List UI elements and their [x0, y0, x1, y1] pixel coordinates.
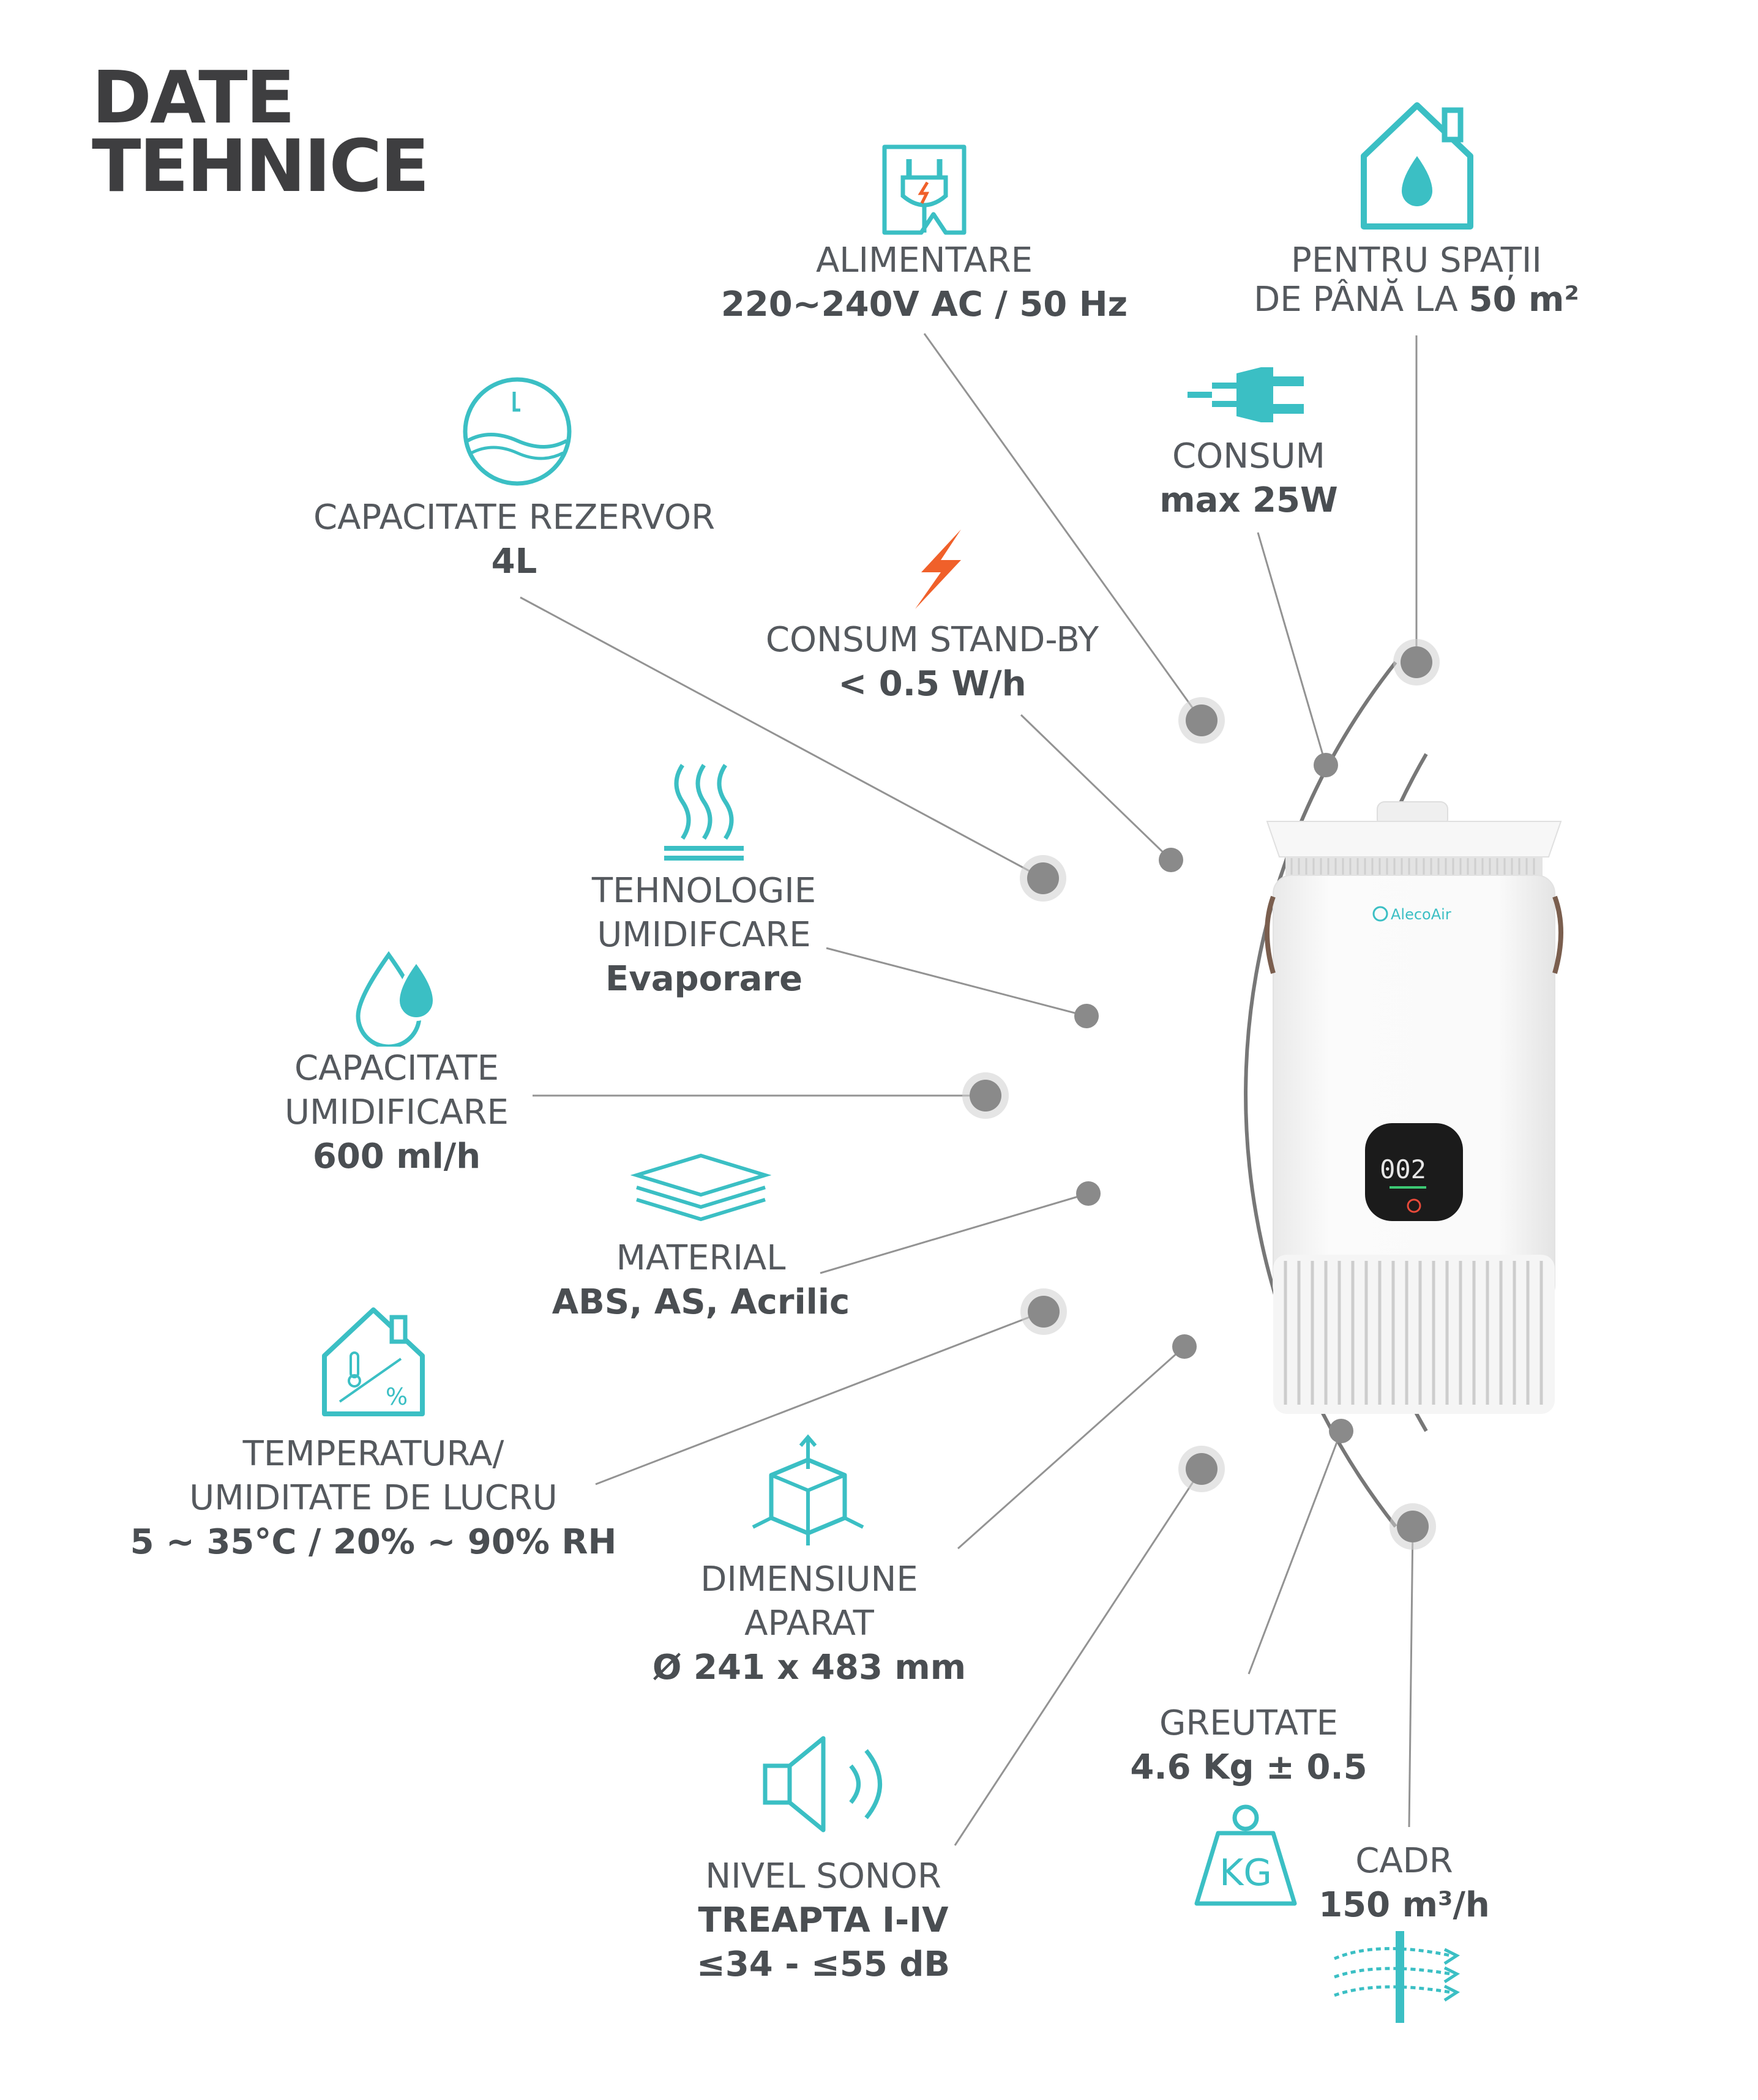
spec-operating-label-1: TEMPERATURA/ — [242, 1434, 504, 1474]
device-display-text: 002 — [1380, 1154, 1426, 1184]
spec-weight-value: 4.6 Kg ± 0.5 — [1130, 1747, 1367, 1787]
dot-operating — [1028, 1296, 1060, 1328]
connector-weight — [1247, 1430, 1342, 1675]
lightning-icon — [915, 529, 961, 609]
svg-text:%: % — [386, 1383, 408, 1410]
spec-dimensions-label-1: DIMENSIUNE — [700, 1560, 918, 1599]
spec-cadr: CADR 150 m³/h — [1318, 1839, 1490, 1927]
title-line-1: DATE — [92, 55, 295, 140]
spec-power-supply-label: ALIMENTARE — [815, 241, 1033, 280]
spec-room-size-label-2: DE PÂNĂ LA — [1254, 280, 1469, 319]
spec-humidification: CAPACITATE UMIDIFICARE 600 ml/h — [285, 1047, 509, 1179]
weight-icon-text: KG — [1219, 1852, 1272, 1894]
device-brand-text: AlecoAir — [1391, 906, 1451, 923]
dot-cadr — [1397, 1511, 1429, 1542]
tank-level-icon — [463, 377, 572, 486]
plug-outlet-icon — [882, 144, 967, 235]
dot-power-supply — [1186, 704, 1218, 736]
connector-noise — [954, 1468, 1203, 1846]
spec-technology-label-2: UMIDIFCARE — [597, 915, 811, 955]
title-line-2: TEHNICE — [92, 124, 430, 208]
connector-cadr — [1408, 1526, 1414, 1828]
spec-operating-value: 5 ~ 35°C / 20% ~ 90% RH — [130, 1522, 617, 1562]
spec-consumption-label: CONSUM — [1172, 436, 1325, 476]
spec-technology-label-1: TEHNOLOGIE — [591, 871, 817, 911]
layers-icon — [630, 1153, 771, 1222]
spec-technology-value: Evaporare — [605, 959, 803, 999]
spec-tank: CAPACITATE REZERVOR 4L — [313, 496, 715, 584]
spec-standby-value: < 0.5 W/h — [838, 664, 1027, 704]
spec-room-size: PENTRU SPAȚII DE PÂNĂ LA 50 m² — [1254, 239, 1579, 322]
spec-weight: GREUTATE 4.6 Kg ± 0.5 — [1130, 1702, 1367, 1790]
house-drop-icon — [1361, 102, 1473, 230]
airflow-icon — [1334, 1931, 1461, 2023]
spec-material: MATERIAL ABS, AS, Acrilic — [552, 1236, 850, 1325]
spec-consumption-value: max 25W — [1159, 480, 1338, 520]
spec-consumption: CONSUM max 25W — [1159, 435, 1337, 523]
spec-technology: TEHNOLOGIE UMIDIFCARE Evaporare — [592, 869, 816, 1001]
spec-humidification-label-2: UMIDIFICARE — [285, 1093, 509, 1132]
connector-power-supply — [923, 333, 1203, 721]
spec-standby-label: CONSUM STAND-BY — [765, 620, 1099, 660]
connector-dimensions — [957, 1345, 1185, 1550]
speaker-icon — [763, 1736, 882, 1833]
dot-room-size — [1401, 646, 1432, 678]
spec-operating: TEMPERATURA/ UMIDITATE DE LUCRU 5 ~ 35°C… — [130, 1432, 617, 1564]
connector-tank — [520, 596, 1044, 880]
spec-dimensions: DIMENSIUNE APARAT Ø 241 x 483 mm — [653, 1558, 966, 1690]
cube-dimensions-icon — [752, 1434, 864, 1545]
spec-noise: NIVEL SONOR TREAPTA I-IV ≤34 - ≤55 dB — [697, 1855, 950, 1987]
dot-technology — [1074, 1004, 1099, 1028]
spec-power-supply-value: 220~240V AC / 50 Hz — [720, 285, 1128, 324]
spec-tank-value: 4L — [491, 542, 537, 581]
spec-dimensions-value: Ø 241 x 483 mm — [652, 1648, 967, 1687]
dot-noise — [1186, 1453, 1218, 1485]
spec-humidification-label-1: CAPACITATE — [294, 1048, 499, 1088]
spec-noise-value-1: TREAPTA I-IV — [698, 1900, 949, 1940]
spec-material-label: MATERIAL — [616, 1238, 786, 1278]
spec-tank-label: CAPACITATE REZERVOR — [313, 498, 715, 537]
connector-consumption — [1257, 532, 1327, 766]
dot-consumption — [1314, 753, 1338, 777]
dot-material — [1076, 1181, 1101, 1206]
connector-technology — [826, 947, 1087, 1017]
heat-waves-icon — [664, 764, 744, 861]
weight-icon: KG — [1194, 1804, 1297, 1906]
spec-room-size-value: 50 m² — [1468, 280, 1579, 319]
spec-power-supply: ALIMENTARE 220~240V AC / 50 Hz — [721, 239, 1128, 327]
dot-weight — [1329, 1419, 1353, 1443]
water-drops-icon — [356, 951, 437, 1047]
spec-noise-label: NIVEL SONOR — [705, 1856, 941, 1896]
dot-tank — [1027, 862, 1059, 894]
spec-weight-label: GREUTATE — [1159, 1703, 1339, 1743]
dot-humidification — [970, 1080, 1001, 1112]
page-title: DATE TEHNICE — [92, 55, 430, 208]
spec-cadr-value: 150 m³/h — [1318, 1885, 1490, 1925]
connector-material — [820, 1192, 1089, 1274]
spec-noise-value-2: ≤34 - ≤55 dB — [696, 1945, 951, 1984]
spec-cadr-label: CADR — [1355, 1841, 1453, 1881]
connector-standby — [1020, 714, 1172, 861]
power-plug-icon — [1188, 367, 1304, 422]
spec-material-value: ABS, AS, Acrilic — [552, 1282, 850, 1322]
spec-humidification-value: 600 ml/h — [312, 1137, 481, 1176]
dot-standby — [1159, 848, 1183, 872]
dot-dimensions — [1172, 1334, 1197, 1359]
spec-dimensions-label-2: APARAT — [744, 1604, 874, 1643]
spec-standby: CONSUM STAND-BY < 0.5 W/h — [766, 618, 1099, 706]
humidifier-device-image: AlecoAir 002 — [1265, 801, 1563, 1414]
connector-operating — [595, 1310, 1044, 1485]
house-thermometer-icon: % — [322, 1307, 425, 1416]
spec-room-size-label-1: PENTRU SPAȚII — [1291, 241, 1542, 280]
spec-operating-label-2: UMIDITATE DE LUCRU — [189, 1478, 558, 1518]
